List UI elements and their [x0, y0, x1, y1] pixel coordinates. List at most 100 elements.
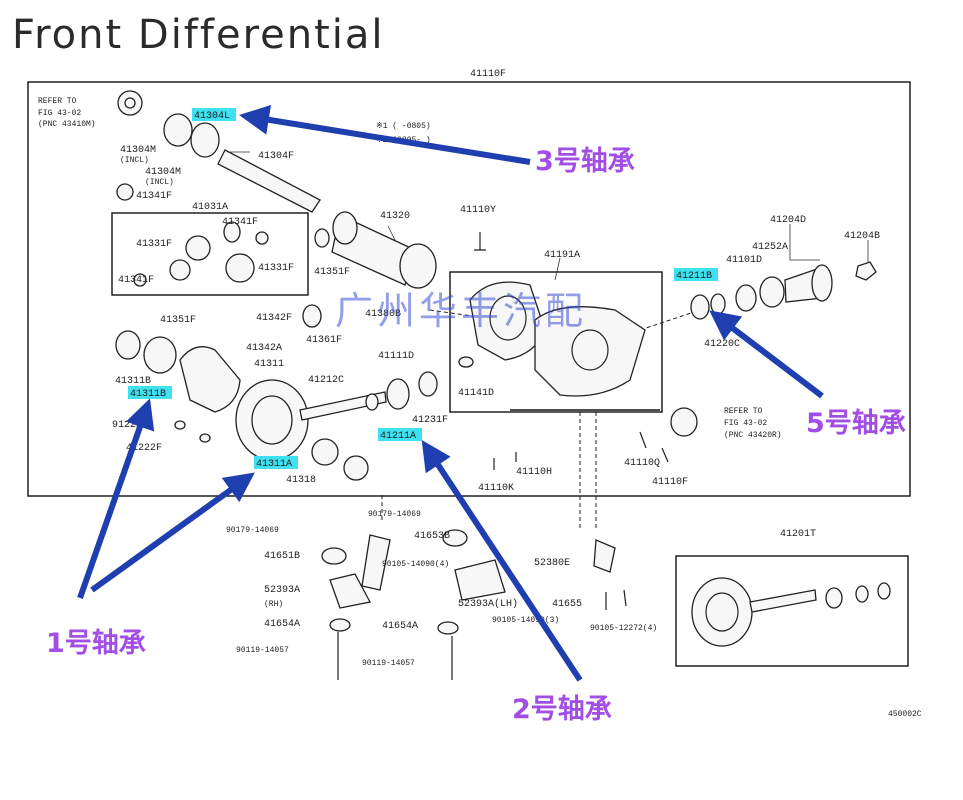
part-number-label: 41318 — [286, 475, 316, 486]
part-number-label: 41331F — [258, 263, 294, 274]
part-number-label: 41212C — [308, 375, 344, 386]
bearing-part — [418, 371, 438, 397]
bearing-part — [311, 438, 339, 466]
carrier-bore — [489, 295, 527, 341]
seal-part — [759, 276, 785, 308]
seal-part — [670, 407, 698, 437]
part-number-label: 52393A — [264, 585, 300, 596]
part-number-label: 41331F — [136, 239, 172, 250]
bearing-part — [710, 293, 726, 315]
mount-bracket — [454, 559, 506, 601]
bolt-part — [661, 447, 669, 463]
highlight-marker — [674, 268, 718, 281]
washer-part — [314, 228, 330, 248]
mount-cushion — [329, 618, 351, 632]
pinion-gear — [185, 235, 211, 261]
part-number-label: 90119-14057 — [362, 659, 415, 668]
part-number-label: 41654A — [382, 621, 418, 632]
part-number-label: (RH) — [264, 600, 283, 609]
highlight-marker — [192, 108, 236, 121]
ring-gear-inner — [705, 592, 739, 632]
bearing-part — [825, 587, 843, 609]
part-number-label: 90105-14090(4) — [382, 560, 449, 569]
bearing-callout: 5号轴承 — [806, 408, 906, 439]
part-number-label: 41361F — [306, 335, 342, 346]
carrier-bore — [571, 329, 609, 371]
bolt-part — [458, 356, 474, 368]
part-number-label: 90105-12272(4) — [590, 624, 657, 633]
star-note-line: ※1 ( -0805) — [376, 122, 431, 131]
watermark-text: 广州华丰汽配 — [335, 289, 587, 333]
part-number-label: 41304M — [120, 145, 156, 156]
bearing-part — [163, 113, 193, 147]
pinion-subgroup-box — [111, 212, 309, 296]
tube-flange — [332, 211, 358, 245]
ring-gear-inner — [251, 395, 293, 445]
leader-line — [387, 225, 396, 241]
bearing-part — [190, 122, 220, 158]
bearing-part — [690, 294, 710, 320]
page-title: Front Differential — [12, 12, 385, 58]
mount-bracket — [593, 539, 616, 573]
part-number-label: 41110K — [478, 483, 514, 494]
highlight-marker — [128, 386, 172, 399]
part-number-label: 41651B — [264, 551, 300, 562]
side-gear — [225, 253, 255, 283]
highlighted-part-label: 41311B — [130, 389, 166, 400]
pinion-shaft — [217, 149, 321, 213]
bolt-part — [199, 433, 211, 443]
part-number-label: 41654A — [264, 619, 300, 630]
part-number-label: 90179-14069 — [368, 510, 421, 519]
part-number-label: 41304M — [145, 167, 181, 178]
bearing-part — [386, 378, 410, 410]
mount-bracket — [329, 573, 371, 609]
part-number-label: 41304F — [258, 151, 294, 162]
ref-note-line: REFER TO — [38, 97, 77, 106]
mount-cushion — [437, 621, 459, 635]
assembly-boundary — [27, 81, 911, 497]
washer-part — [302, 304, 322, 328]
part-number-label: 41351F — [160, 315, 196, 326]
part-number-label: 41341F — [118, 275, 154, 286]
mount-cushion — [442, 529, 468, 547]
part-number-label: 41220C — [704, 339, 740, 350]
mount-cushion — [321, 547, 347, 565]
part-number-label: 41101D — [726, 255, 762, 266]
part-number-label: 41204D — [770, 215, 806, 226]
part-number-label: 41111D — [378, 351, 414, 362]
drive-pinion — [299, 391, 387, 421]
part-number-label: 41320 — [380, 211, 410, 222]
assembly-label: 41110F — [470, 69, 506, 80]
bearing-part — [877, 582, 891, 600]
seal-part — [124, 97, 136, 109]
mount-arm — [361, 534, 391, 591]
bearing-part — [143, 336, 177, 374]
part-number-label: 41653B — [414, 531, 450, 542]
pinion-gear — [169, 259, 191, 281]
part-number-label: 41655 — [552, 599, 582, 610]
ref-note-line: REFER TO — [724, 407, 763, 416]
part-number-label: 90179-14069 — [226, 526, 279, 535]
washer-part — [223, 221, 241, 243]
part-number-label: 41191A — [544, 250, 580, 261]
ref-note-line: (PNC 43410M) — [38, 120, 96, 129]
nut-part — [855, 261, 877, 281]
part-number-label: 41110Y — [460, 205, 496, 216]
differential-case — [179, 346, 241, 413]
part-number-label: 41342A — [246, 343, 282, 354]
part-number-label: 41031A — [192, 202, 228, 213]
tube-flange — [399, 243, 437, 289]
annotation-arrow — [90, 472, 255, 593]
highlighted-part-label: 41211B — [676, 271, 712, 282]
washer-part — [133, 273, 147, 287]
leader-line — [789, 224, 820, 261]
part-number-label: 41231F — [412, 415, 448, 426]
washer-part — [365, 393, 379, 411]
washer-part — [116, 183, 134, 201]
carrier-subgroup-box — [449, 271, 663, 413]
dash-leader — [639, 309, 701, 331]
highlighted-part-label: 41304L — [194, 111, 230, 122]
part-number-label: 41252A — [752, 242, 788, 253]
part-number-label: 41351F — [314, 267, 350, 278]
